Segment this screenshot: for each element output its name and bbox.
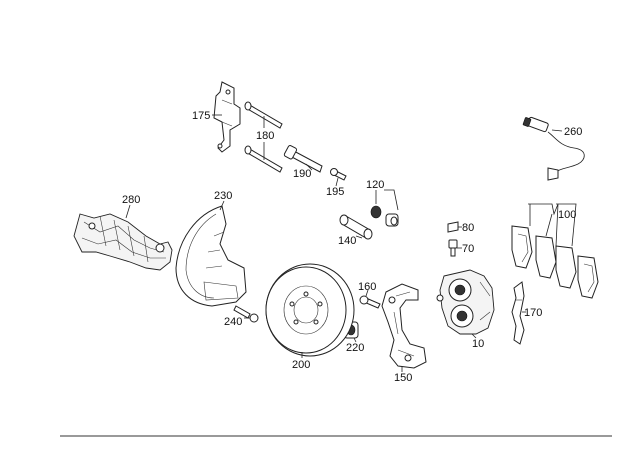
callout-10[interactable]: 10 xyxy=(472,338,484,350)
part-100-brake-pad-set[interactable] xyxy=(511,203,599,299)
callout-195[interactable]: 195 xyxy=(326,186,344,198)
callout-230[interactable]: 230 xyxy=(214,190,232,202)
part-70-bleeder-screw[interactable] xyxy=(448,239,462,257)
callout-120[interactable]: 120 xyxy=(366,179,384,191)
callout-190[interactable]: 190 xyxy=(293,168,311,180)
part-175-clip-bracket[interactable] xyxy=(212,81,241,153)
callout-80[interactable]: 80 xyxy=(462,222,474,234)
callout-150[interactable]: 150 xyxy=(394,372,412,384)
part-10-brake-caliper[interactable] xyxy=(436,269,495,339)
part-150-caliper-carrier[interactable] xyxy=(381,283,427,372)
part-200-brake-disc[interactable] xyxy=(265,263,355,358)
part-190-guide-bolt[interactable] xyxy=(283,145,323,173)
callout-70[interactable]: 70 xyxy=(462,243,474,255)
callout-100[interactable]: 100 xyxy=(558,209,576,221)
part-240-shield-bolt[interactable] xyxy=(233,305,259,323)
part-180-guide-pin-pair[interactable] xyxy=(244,101,283,173)
part-80-bleeder-cap[interactable] xyxy=(447,221,462,233)
part-280-axle-carrier[interactable] xyxy=(73,204,173,271)
callout-140[interactable]: 140 xyxy=(338,235,356,247)
part-195-small-screw[interactable] xyxy=(330,168,347,187)
callout-175[interactable]: 175 xyxy=(192,110,210,122)
callout-160[interactable]: 160 xyxy=(358,281,376,293)
part-170-spring-clip[interactable] xyxy=(511,281,526,345)
callout-240[interactable]: 240 xyxy=(224,316,242,328)
callout-200[interactable]: 200 xyxy=(292,359,310,371)
part-140-guide-sleeve[interactable] xyxy=(339,214,373,240)
part-120-bushing-set[interactable] xyxy=(370,189,399,227)
part-260-wear-sensor[interactable] xyxy=(522,116,585,181)
callout-220[interactable]: 220 xyxy=(346,342,364,354)
callout-280[interactable]: 280 xyxy=(122,194,140,206)
part-230-splash-shield[interactable] xyxy=(175,200,247,307)
callout-170[interactable]: 170 xyxy=(524,307,542,319)
callout-260[interactable]: 260 xyxy=(564,126,582,138)
part-160-carrier-bolt[interactable] xyxy=(359,289,381,309)
callout-180[interactable]: 180 xyxy=(256,130,274,142)
